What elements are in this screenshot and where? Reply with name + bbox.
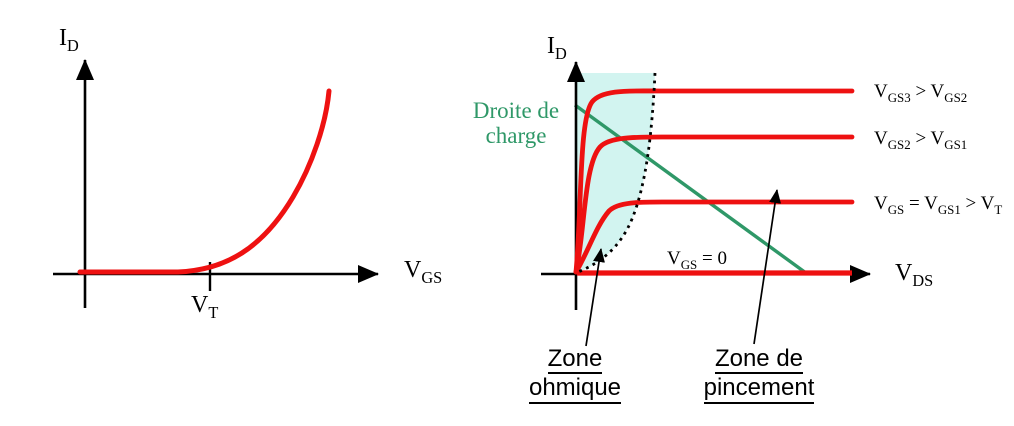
zone-ohmique-line1: Zone bbox=[547, 346, 603, 375]
curve-label-vgs1: VGS = VGS1 > VT bbox=[874, 193, 1003, 217]
zone-pincement-line2: pincement bbox=[703, 376, 815, 404]
ohmic-zone-fill bbox=[576, 73, 655, 273]
left-y-axis-label: ID bbox=[59, 25, 79, 55]
zone-ohmique-label: Zone ohmique bbox=[508, 345, 642, 404]
left-transfer-chart bbox=[53, 59, 379, 308]
output-curve-vgs3 bbox=[573, 88, 855, 275]
zone-pincement-line1: Zone de bbox=[714, 346, 804, 375]
threshold-tick-label: VT bbox=[191, 292, 219, 322]
curve-label-vgs3: VGS3 > VGS2 bbox=[874, 81, 968, 105]
load-line-label: Droite de charge bbox=[456, 98, 576, 148]
zone-pincement-label: Zone de pincement bbox=[683, 345, 835, 404]
vgs-zero-label: VGS = 0 bbox=[667, 248, 727, 272]
right-y-axis-label: ID bbox=[547, 33, 567, 63]
output-curve-vgs2 bbox=[573, 134, 855, 275]
load-line-label-line1: Droite de bbox=[472, 98, 560, 123]
output-curve-vgs1 bbox=[573, 199, 855, 275]
curve-label-vgs2: VGS2 > VGS1 bbox=[874, 128, 968, 152]
zone-ohmique-line2: ohmique bbox=[528, 376, 622, 404]
left-x-axis-label: VGS bbox=[404, 257, 443, 287]
right-output-chart bbox=[541, 61, 871, 347]
zone-pincement-arrow bbox=[753, 189, 782, 345]
load-line-label-line2: charge bbox=[485, 123, 547, 148]
right-x-axis-label: VDS bbox=[895, 260, 934, 290]
load-line bbox=[574, 103, 807, 275]
zone-ohmique-arrow bbox=[585, 248, 605, 347]
transfer-curve bbox=[77, 88, 332, 275]
saturation-boundary-dotted-curve bbox=[577, 72, 657, 274]
